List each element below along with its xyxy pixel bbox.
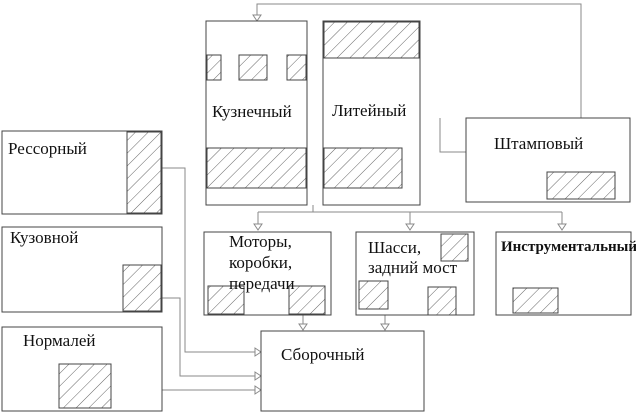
arrowhead-down-icon [380, 323, 390, 331]
label-kuzovnoy: Кузовной [10, 228, 78, 247]
label-normaley: Нормалей [23, 331, 95, 350]
hatch-block [512, 287, 559, 314]
arrowhead-down-icon [405, 223, 415, 231]
shop-motory: Моторы, коробки, передачи [203, 231, 332, 316]
connector-top-feed [256, 3, 582, 118]
arrowhead-down-icon [557, 223, 567, 231]
hatch-block [440, 233, 469, 262]
shop-liteyny: Литейный [322, 20, 421, 206]
label-instrumentalny: Инструментальный [501, 239, 636, 255]
connector-kuzovnoy-sborochny [162, 297, 255, 377]
label-liteyny: Литейный [332, 101, 406, 120]
label-sborochny: Сборочный [281, 345, 364, 364]
hatch-block [126, 131, 162, 214]
hatch-block [206, 147, 307, 189]
hatch-block [323, 147, 403, 189]
hatch-block [323, 21, 420, 59]
hatch-block [207, 285, 245, 315]
hatch-block [546, 171, 616, 200]
arrowhead-down-icon [252, 14, 262, 22]
hatch-block [58, 363, 112, 409]
hatch-block [358, 280, 389, 310]
hatch-block [206, 54, 222, 81]
connectors [162, 3, 582, 391]
shop-kuzovnoy: Кузовной [1, 226, 163, 313]
arrowhead-down-icon [298, 323, 308, 331]
hatch-block [286, 54, 307, 81]
shop-sborochny-box [260, 330, 425, 412]
arrowheads [252, 14, 567, 395]
arrowhead-right-icon [254, 385, 262, 395]
arrowhead-right-icon [254, 347, 262, 357]
shop-sborochny: Сборочный [260, 330, 425, 412]
hatch-block [288, 285, 326, 315]
label-shtampovy: Штамповый [494, 134, 583, 153]
shop-normaley: Нормалей [1, 326, 163, 412]
label-motory-line3: передачи [229, 274, 295, 293]
hatch-block [427, 286, 457, 316]
arrowhead-right-icon [254, 371, 262, 381]
shop-instrumentalny: Инструментальный [495, 231, 636, 316]
hatch-block [238, 54, 268, 81]
hatch-block [122, 264, 162, 312]
connector-shtampovy-top [439, 118, 466, 153]
arrowhead-down-icon [253, 223, 263, 231]
label-shassi-line1: Шасси, [368, 238, 421, 257]
shop-shassi: Шасси, задний мост [355, 231, 475, 316]
shop-shtampovy: Штамповый [465, 117, 631, 203]
label-motory-line1: Моторы, [229, 232, 292, 251]
shop-kuznechny: Кузнечный [205, 20, 308, 206]
connector-ressorny-sborochny [162, 167, 255, 353]
shop-ressorny: Рессорный [1, 130, 163, 215]
label-kuznechny: Кузнечный [212, 102, 292, 121]
label-ressorny: Рессорный [8, 139, 87, 158]
label-motory-line2: коробки, [229, 253, 292, 272]
label-shassi-line2: задний мост [368, 258, 458, 277]
